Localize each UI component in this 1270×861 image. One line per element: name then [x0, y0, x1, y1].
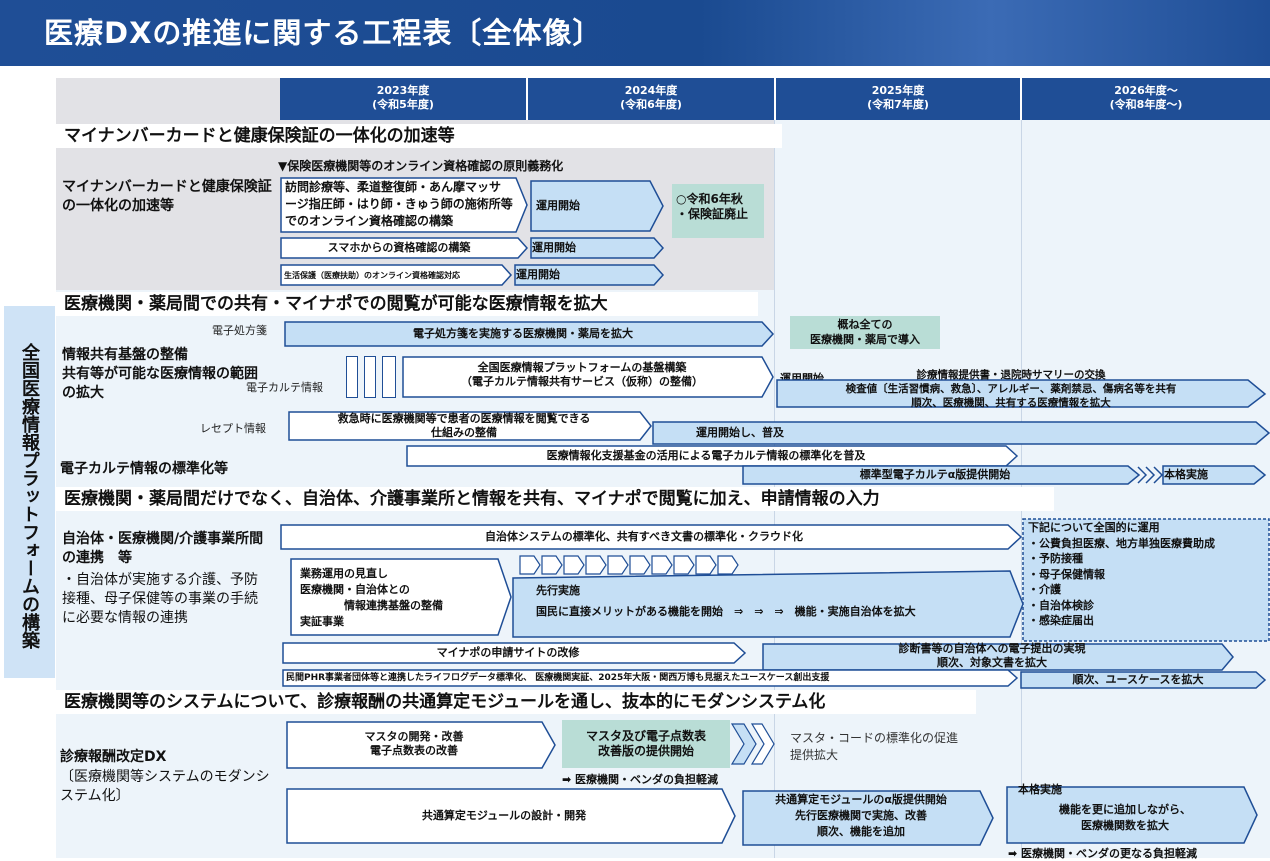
operations-review-box: 業務運用の見直し 医療機関・自治体との 情報連携基盤の整備 実証事業	[290, 558, 512, 636]
s1-milestone: ▼保険医療機関等のオンライン資格確認の原則義務化	[278, 159, 564, 173]
full-impl-text: 本格実施	[1164, 468, 1208, 481]
emergency-box: 救急時に医療機関等で患者の医療情報を閲覧できる 仕組みの整備	[288, 411, 652, 441]
alpha-karte-arrow: 標準型電子カルテα版提供開始	[742, 465, 1141, 485]
ekarte-share-text: 診療情報提供書・退院時サマリーの交換 検査値〔生活習慣病、救急〕、アレルギー、薬…	[845, 369, 1177, 409]
master-dev-arrow: マスタの開発・改善 電子点数表の改善	[286, 721, 556, 769]
municipal-std-arrow: 自治体システムの標準化、共有すべき文書の標準化・クラウド化	[280, 524, 1023, 550]
insurance-card-abolition-note: ○令和6年秋 ・保険証廃止	[672, 184, 764, 238]
year-label: 2023年度	[376, 84, 430, 97]
operations-review-text: 業務運用の見直し 医療機関・自治体との 情報連携基盤の整備 実証事業	[300, 567, 443, 628]
fund-arrow: 医療情報化支援基金の活用による電子カルテ情報の標準化を普及	[406, 445, 1019, 467]
advance-title: 先行実施	[536, 584, 580, 597]
ekarte-step-bar	[346, 356, 358, 398]
s1-row-label: マイナンバーカードと健康保険証の一体化の加速等	[62, 179, 272, 214]
stacked-chevrons-icon	[519, 555, 1020, 575]
eprescription-label: 電子処方箋	[212, 324, 267, 337]
s1-op-start-arrow-3: 運用開始	[514, 264, 665, 286]
nationwide-operation-text: 下記について全国的に運用 ・公費負担医療、地方単独医療費助成 ・予防接種 ・母子…	[1028, 521, 1215, 627]
s1-op-start-arrow: 運用開始	[530, 180, 664, 232]
side-label: 全国医療情報プラットフォームの構築	[19, 343, 40, 649]
nationwide-operation-box: 下記について全国的に運用 ・公費負担医療、地方単独医療費助成 ・予防接種 ・母子…	[1022, 518, 1270, 642]
s3-row-desc: ・自治体が実施する介護、予防接種、母子保健等の事業の手続に必要な情報の連携	[62, 572, 258, 626]
year-label: 2024年度	[624, 84, 678, 97]
section1-band-right	[774, 120, 1270, 290]
eprescription-arrow: 電子処方箋を実施する医療機関・薬局を拡大	[284, 321, 775, 347]
year-header-2025: 2025年度(令和7年度)	[776, 78, 1020, 120]
master-release-box: マスタ及び電子点数表 改善版の提供開始	[562, 720, 730, 768]
advance-text: 国民に直接メリットがある機能を開始 ⇒ ⇒ ⇒ 機能・実施自治体を拡大	[536, 605, 916, 618]
year-sub-label: (令和7年度)	[867, 98, 929, 111]
s1-op-start-arrow-2: 運用開始	[530, 237, 665, 259]
ekarte-step-bar	[364, 356, 376, 398]
page-title: 医療DXの推進に関する工程表〔全体像〕	[44, 16, 603, 50]
year-sub-label: (令和8年度～)	[1109, 98, 1183, 111]
platform-build-box: 全国医療情報プラットフォームの基盤構築 （電子カルテ情報共有サービス（仮称）の整…	[402, 356, 774, 398]
phr-text: 民間PHR事業者団体等と連携したライフログデータ標準化、 医療機関実証、2025…	[286, 673, 830, 683]
header-blank	[56, 78, 280, 120]
visit-onsite-box: 訪問診療等、柔道整復師・あん摩マッサージ指圧師・はり師・きゅう師の施術所等でのオ…	[280, 177, 528, 233]
platform-build-text: 全国医療情報プラットフォームの基盤構築 （電子カルテ情報共有サービス（仮称）の整…	[461, 361, 703, 388]
vendor-further-relief-note: ➡ 医療機関・ベンダの更なる負担軽減	[1008, 847, 1198, 860]
ekarte-share-arrow: 診療情報提供書・退院時サマリーの交換 検査値〔生活習慣病、救急〕、アレルギー、薬…	[776, 369, 1267, 409]
welfare-box: 生活保護（医療扶助）のオンライン資格確認対応	[280, 264, 513, 286]
chevron-arrows-icon	[1136, 465, 1164, 485]
master-code-note: マスタ・コードの標準化の促進 提供拡大	[790, 731, 959, 762]
s3-row-label: 自治体・医療機関/介護事業所間の連携 等	[62, 531, 264, 566]
eprescription-text: 電子処方箋を実施する医療機関・薬局を拡大	[413, 327, 633, 340]
year-label: 2025年度	[871, 84, 925, 97]
visit-onsite-text: 訪問診療等、柔道整復師・あん摩マッサージ指圧師・はり師・きゅう師の施術所等でのオ…	[285, 180, 513, 228]
side-label-panel: 全国医療情報プラットフォームの構築	[4, 306, 55, 678]
emergency-spread-text: 運用開始し、普及	[696, 426, 784, 439]
mynaportal-text: マイナポの申請サイトの改修	[436, 646, 580, 659]
welfare-text: 生活保護（医療扶助）のオンライン資格確認対応	[284, 271, 460, 280]
section3-heading: 医療機関・薬局間だけでなく、自治体、介護事業所と情報を共有、マイナポで閲覧に加え…	[56, 487, 1054, 511]
usecase-text: 順次、ユースケースを拡大	[1072, 673, 1204, 686]
section2-heading: 医療機関・薬局間での共有・マイナポでの閲覧が可能な医療情報を拡大	[56, 292, 758, 316]
full-module-arrow: 本格実施 機能を更に追加しながら、 医療機関数を拡大	[1006, 783, 1258, 844]
receipt-label: レセプト情報	[200, 422, 266, 435]
year-sub-label: (令和6年度)	[620, 98, 682, 111]
full-module-title: 本格実施	[1018, 783, 1062, 796]
op-start-label: 運用開始	[536, 199, 580, 212]
section4-heading: 医療機関等のシステムについて、診療報酬の共通算定モジュールを通し、抜本的にモダン…	[56, 690, 976, 714]
op-start-label: 運用開始	[532, 241, 576, 254]
alpha-module-text: 共通算定モジュールのα版提供開始 先行医療機関で実施、改善 順次、機能を追加	[775, 793, 947, 838]
s2-std-label: 電子カルテ情報の標準化等	[60, 461, 228, 477]
mynaportal-arrow: マイナポの申請サイトの改修	[282, 642, 747, 664]
double-chevron-icon	[730, 722, 778, 766]
eprescription-goal: 概ね全ての 医療機関・薬局で導入	[790, 316, 940, 349]
vendor-relief-note: ➡ 医療機関・ベンダの負担軽減	[562, 773, 719, 786]
year-header-2024: 2024年度(令和6年度)	[528, 78, 774, 120]
diagnosis-text: 診断書等の自治体への電子提出の実現 順次、対象文書を拡大	[898, 642, 1086, 669]
module-design-arrow: 共通算定モジュールの設計・開発	[286, 788, 736, 844]
smartphone-text: スマホからの資格確認の構築	[327, 241, 471, 254]
s4-row-label: 診療報酬改定DX	[60, 749, 167, 765]
section1-heading: マイナンバーカードと健康保険証の一体化の加速等	[56, 124, 782, 148]
ekarte-step-bar	[382, 356, 396, 398]
master-dev-text: マスタの開発・改善 電子点数表の改善	[364, 730, 464, 757]
fund-text: 医療情報化支援基金の活用による電子カルテ情報の標準化を普及	[546, 449, 866, 462]
usecase-arrow: 順次、ユースケースを拡大	[1020, 671, 1267, 689]
year-header-2026: 2026年度～(令和8年度～)	[1022, 78, 1270, 120]
diagnosis-arrow: 診断書等の自治体への電子提出の実現 順次、対象文書を拡大	[762, 642, 1234, 671]
full-impl-arrow: 本格実施	[1162, 465, 1267, 485]
municipal-std-text: 自治体システムの標準化、共有すべき文書の標準化・クラウド化	[485, 530, 803, 543]
phr-arrow: 民間PHR事業者団体等と連携したライフログデータ標準化、 医療機関実証、2025…	[282, 669, 1019, 687]
advance-impl-arrow: 先行実施 国民に直接メリットがある機能を開始 ⇒ ⇒ ⇒ 機能・実施自治体を拡大	[512, 570, 1024, 638]
year-label: 2026年度～	[1114, 84, 1178, 97]
year-sub-label: (令和5年度)	[372, 98, 434, 111]
op-start-label: 運用開始	[516, 268, 560, 281]
module-design-text: 共通算定モジュールの設計・開発	[421, 809, 587, 822]
s4-row-desc: 〔医療機関等システムのモダンシステム化〕	[60, 769, 270, 804]
year-header-2023: 2023年度(令和5年度)	[280, 78, 526, 120]
title-banner	[0, 0, 1270, 66]
ekarte-label: 電子カルテ情報	[246, 381, 323, 394]
s2-row-label: 情報共有基盤の整備 共有等が可能な医療情報の範囲の拡大	[62, 347, 258, 401]
smartphone-box: スマホからの資格確認の構築	[280, 237, 529, 259]
alpha-karte-text: 標準型電子カルテα版提供開始	[859, 468, 1011, 481]
emergency-text: 救急時に医療機関等で患者の医療情報を閲覧できる 仕組みの整備	[337, 412, 591, 439]
alpha-module-arrow: 共通算定モジュールのα版提供開始 先行医療機関で実施、改善 順次、機能を追加	[742, 790, 994, 846]
full-module-text: 機能を更に追加しながら、 医療機関数を拡大	[1059, 803, 1191, 832]
emergency-spread-arrow: 運用開始し、普及	[652, 421, 1270, 445]
